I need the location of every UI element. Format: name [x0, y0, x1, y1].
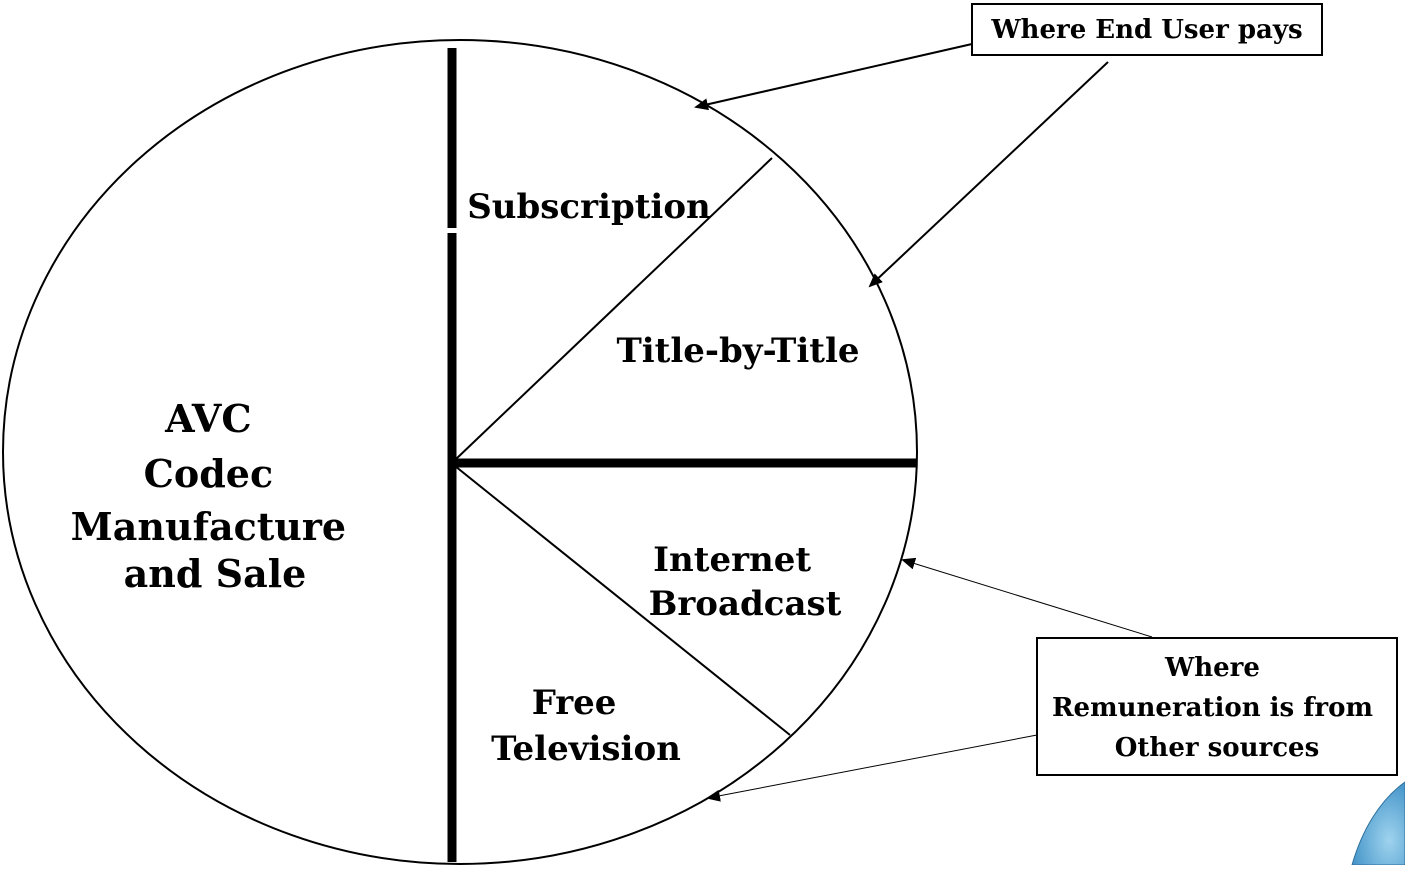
callout-text-end-user-pays: Where End User pays	[990, 15, 1302, 45]
callout-box-end-user-pays	[971, 3, 1323, 56]
segment-label-subscription: Subscription	[467, 187, 711, 227]
free-television-line-2: Television	[491, 729, 681, 769]
internet-broadcast-line-1: Internet	[653, 540, 811, 580]
other-sources-line-3: Other sources	[1115, 733, 1319, 763]
segment-label-title-by-title: Title-by-Title	[616, 331, 859, 371]
arrow-end-user-to-subscription	[694, 43, 973, 111]
diagonal-divider-upper	[454, 157, 773, 461]
corner-decoration	[1351, 781, 1405, 866]
callout-box-other-sources	[1036, 637, 1398, 776]
other-sources-line-2: Remuneration is from	[1052, 693, 1373, 723]
segment-label-free-television: Free Television	[491, 683, 681, 769]
free-television-line-1: Free	[532, 683, 617, 723]
other-sources-line-1: Where	[1164, 653, 1260, 683]
left-half-label: AVC Codec Manufacture and Sale	[71, 396, 360, 596]
callout-text-other-sources: Where Remuneration is from Other sources	[1052, 653, 1382, 763]
arrow-other-sources-to-free-television	[706, 734, 1038, 802]
left-half-label-line-2: Codec	[144, 451, 273, 496]
main-ellipse	[2, 39, 918, 865]
left-half-label-line-3: Manufacture	[71, 504, 346, 549]
internet-broadcast-line-2: Broadcast	[649, 584, 842, 624]
diagonal-divider-lower	[454, 465, 791, 736]
arrow-other-sources-to-internet-broadcast	[901, 557, 1153, 638]
arrow-end-user-to-title-by-title	[868, 61, 1109, 288]
segment-label-internet-broadcast: Internet Broadcast	[649, 540, 842, 624]
left-half-label-line-1: AVC	[164, 396, 251, 441]
left-half-label-line-4: and Sale	[124, 551, 307, 596]
